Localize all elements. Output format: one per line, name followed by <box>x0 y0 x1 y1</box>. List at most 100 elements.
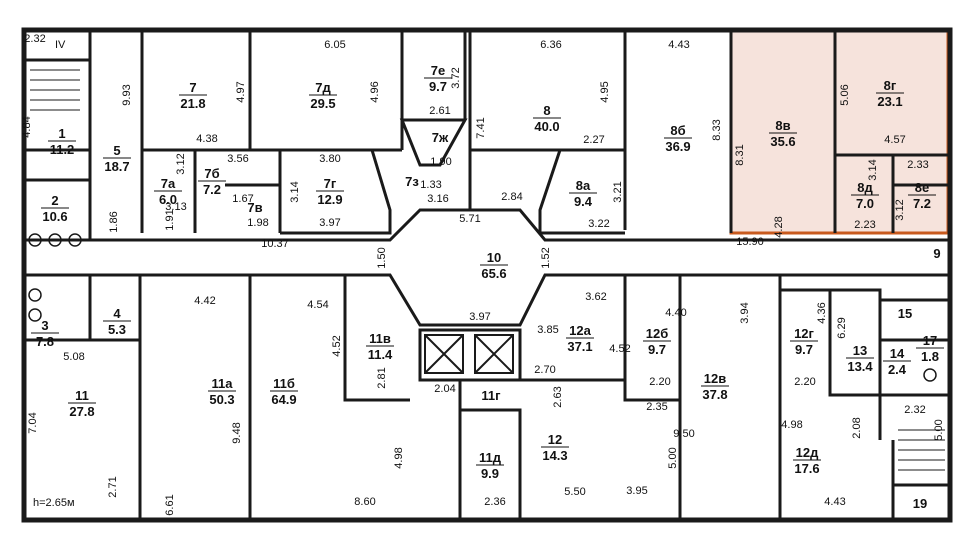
wc-fixtures <box>28 233 937 382</box>
dimension-label: 1.90 <box>430 156 451 168</box>
dimension-label: 3.62 <box>585 291 606 303</box>
dimension-label: 3.95 <box>626 485 647 497</box>
dimension-label: 6.05 <box>324 39 345 51</box>
walls <box>21 27 953 523</box>
room-number-14: 14 <box>890 346 905 361</box>
room-area-11: 27.8 <box>69 404 94 419</box>
room-number-12g: 12г <box>794 326 814 341</box>
room-number-8g: 8г <box>884 78 897 93</box>
room-number-11a: 11а <box>212 376 234 391</box>
dimension-label: 2.35 <box>646 401 667 413</box>
room-number-7z: 7з <box>405 174 419 189</box>
staircase-top-left <box>30 69 80 111</box>
room-number-8v: 8в <box>775 118 790 133</box>
room-number-7v: 7в <box>247 200 262 215</box>
room-area-10: 65.6 <box>481 266 506 281</box>
room-area-8d: 7.0 <box>856 196 874 211</box>
dimension-label: 3.12 <box>175 153 187 174</box>
dimension-label: 2.08 <box>851 417 863 438</box>
dimension-label: 2.63 <box>552 386 564 407</box>
room-number-11g: 11г <box>481 388 501 403</box>
staircase-bottom-right <box>898 429 945 471</box>
room-number-11v: 11в <box>369 331 391 346</box>
dimension-label: 3.97 <box>469 311 490 323</box>
dimension-label: 6.36 <box>540 39 561 51</box>
room-number-1: 1 <box>58 126 65 141</box>
dimension-label: 4.36 <box>816 302 828 323</box>
dimension-label: 5.00 <box>933 419 945 440</box>
room-area-8g: 23.1 <box>877 94 902 109</box>
room-number-7: 7 <box>189 80 196 95</box>
room-number-15: 15 <box>898 306 912 321</box>
room-area-7: 21.8 <box>180 96 205 111</box>
dimension-label: 2.20 <box>794 376 815 388</box>
room-area-7g: 12.9 <box>317 192 342 207</box>
dimension-label: 2.32 <box>904 404 925 416</box>
dimension-label: 5.50 <box>564 486 585 498</box>
room-area-8e: 7.2 <box>913 196 931 211</box>
room-area-12b: 9.7 <box>648 342 666 357</box>
dimension-label: 2.33 <box>907 159 928 171</box>
room-number-8d: 8д <box>857 180 873 195</box>
partitions <box>24 30 948 520</box>
dimension-label: 4.42 <box>194 295 215 307</box>
dimension-label: 3.13 <box>165 201 186 213</box>
room-number-11b: 11б <box>273 376 295 391</box>
room-number-19: 19 <box>913 496 927 511</box>
dimension-label: 6.61 <box>164 494 176 515</box>
dimension-label: 4.52 <box>609 343 630 355</box>
dimension-label: 5.08 <box>63 351 84 363</box>
room-number-7d: 7д <box>315 80 331 95</box>
room-area-3: 7.8 <box>36 334 54 349</box>
dimension-label: 4.96 <box>369 81 381 102</box>
room-number-7b: 7б <box>204 166 219 181</box>
dimension-label: 4.43 <box>668 39 689 51</box>
room-number-4: 4 <box>113 306 121 321</box>
room-area-11b: 64.9 <box>271 392 296 407</box>
room-area-13: 13.4 <box>847 359 873 374</box>
dimension-label: 3.97 <box>319 217 340 229</box>
room-number-5: 5 <box>113 143 120 158</box>
dimension-label: 2.81 <box>376 367 388 388</box>
dimension-label: 3.80 <box>319 153 340 165</box>
room-area-12a: 37.1 <box>567 339 592 354</box>
room-area-1: 11.2 <box>50 142 75 157</box>
room-number-7a: 7а <box>161 176 176 191</box>
room-area-14: 2.4 <box>888 362 907 377</box>
dimension-label: 2.32 <box>24 33 45 45</box>
dimension-label: 2.61 <box>429 105 450 117</box>
dimension-label: 5.71 <box>459 213 480 225</box>
dimension-label: 9.50 <box>673 428 694 440</box>
room-number-12b: 12б <box>646 326 669 341</box>
dimension-label: 4.57 <box>884 134 905 146</box>
room-number-12v: 12в <box>704 371 726 386</box>
room-number-13: 13 <box>853 343 867 358</box>
dimension-label: 5.06 <box>839 84 851 105</box>
dimension-label: 4.54 <box>307 299 328 311</box>
dimension-label: 3.16 <box>427 193 448 205</box>
room-number-8a: 8а <box>576 178 591 193</box>
dimension-label: 1.33 <box>420 179 441 191</box>
room-number-8b: 8б <box>670 123 685 138</box>
dimension-label: 2.23 <box>854 219 875 231</box>
dimension-label: 3.14 <box>289 181 301 202</box>
room-number-7zh: 7ж <box>432 130 449 145</box>
dimension-label: 1.91 <box>164 209 176 230</box>
dimension-label: 4.28 <box>773 216 785 237</box>
dimension-label: 3.22 <box>588 218 609 230</box>
dimension-label: 1.52 <box>540 247 552 268</box>
dimension-label: 9.93 <box>121 84 133 105</box>
room-number-8: 8 <box>543 103 550 118</box>
dimension-label: 8.60 <box>354 496 375 508</box>
room-number-2: 2 <box>51 193 58 208</box>
dimension-label: 15.90 <box>736 236 764 248</box>
dimension-label: 9.48 <box>231 422 243 443</box>
room-number-12: 12 <box>548 432 562 447</box>
highlighted-units <box>729 28 950 235</box>
dimension-label: 3.72 <box>450 67 462 88</box>
room-area-8v: 35.6 <box>770 134 795 149</box>
dimension-label: 1.50 <box>376 247 388 268</box>
room-area-8: 40.0 <box>534 119 559 134</box>
dimension-label: 2.71 <box>107 476 119 497</box>
